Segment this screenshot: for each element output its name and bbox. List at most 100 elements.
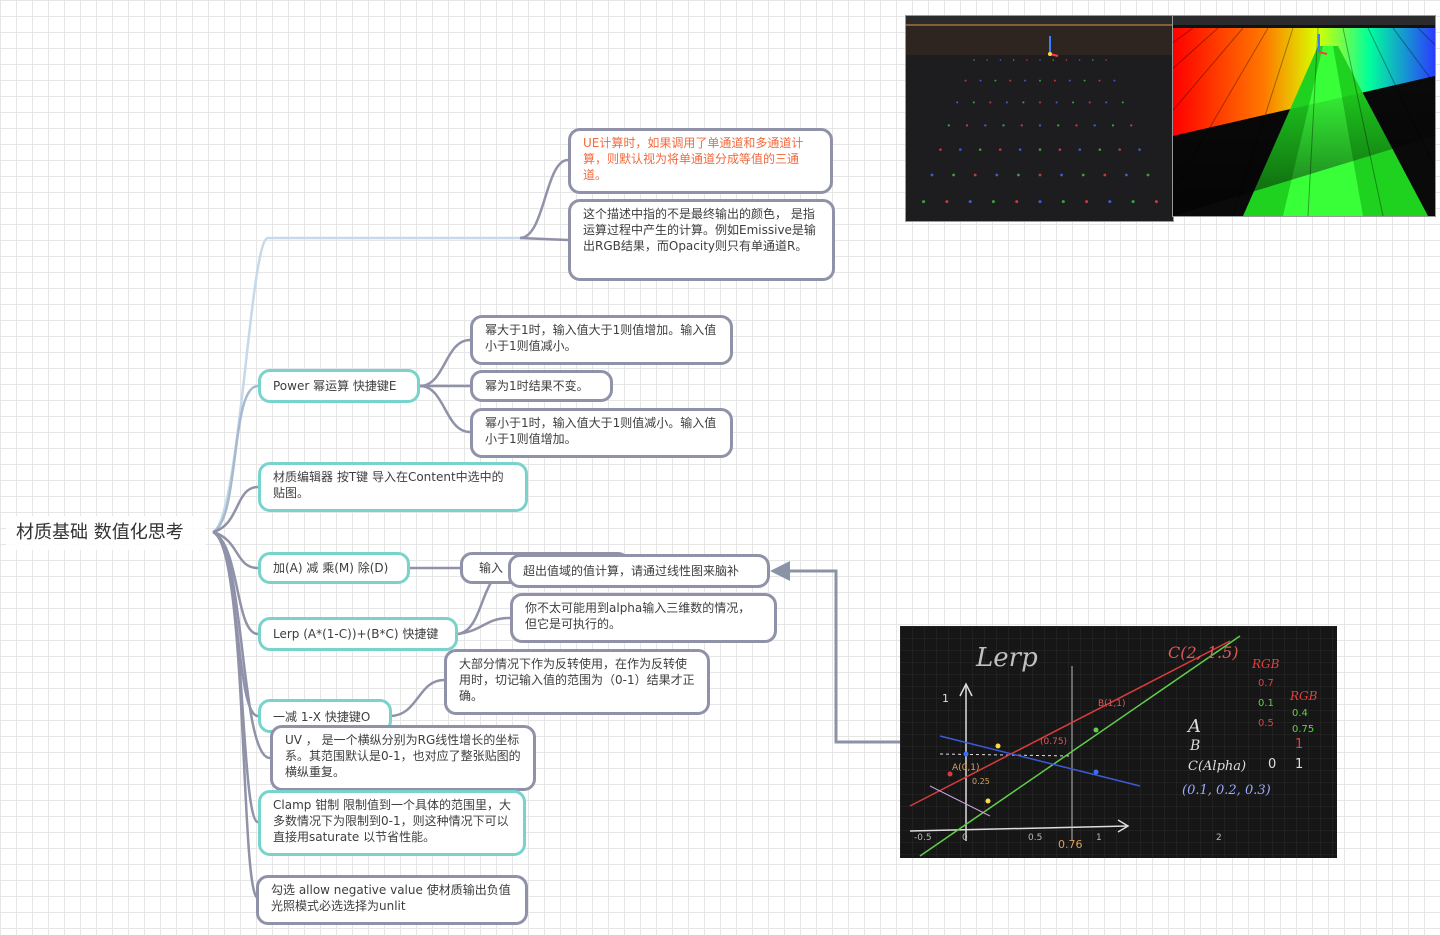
arith-node[interactable]: 加(A) 减 乘(M) 除(D) [258,552,410,584]
viewport-dot [978,148,982,151]
sketch-x-tick: 1 [1096,833,1102,843]
viewport-dot [1075,124,1078,127]
branch-arith [212,530,259,570]
viewport-dot [1058,148,1062,151]
viewport-dot [1146,173,1150,177]
sketch-title: Lerp [975,643,1038,673]
viewport-dot [1130,124,1133,127]
viewport-dot [956,101,959,104]
viewport-dot [979,79,982,82]
viewport-dot [1055,101,1058,104]
clamp-node[interactable]: Clamp 钳制 限制值到一个具体的范围里，大多数情况下为限制到0-1，则这种情… [258,790,526,856]
sketch-rgb-1-value: 0.5 [1258,718,1274,729]
viewport-dot [1026,59,1028,61]
ue-channel-detail[interactable]: 这个描述中指的不是最终输出的颜色， 是指运算过程中产生的计算。例如Emissiv… [568,199,835,281]
viewport-screenshot-gradient [1172,15,1436,217]
power-to-gt1 [419,338,471,388]
viewport-dot [1039,79,1041,82]
viewport-dot [1105,59,1107,61]
viewport-dot [1108,200,1112,204]
viewport-dot [1121,101,1124,104]
gradient-grid-line [1173,27,1269,192]
viewport-dot [1138,148,1141,151]
sketch-rgb-1-value: 0.7 [1258,678,1274,689]
sketch-rgb-1-value: 0.1 [1258,698,1274,709]
viewport-dot [1078,59,1081,61]
sketch-rgb-2-values: 0.40.75 [1292,708,1314,735]
power-gt1-node[interactable]: 幂大于1时，输入值大于1则值增加。输入值小于1则值减小。 [470,315,733,365]
lerp-alpha-node[interactable]: 你不太可能用到alpha输入三维数的情况，但它是可执行的。 [510,593,777,643]
viewport-dot [1065,59,1068,61]
uv-node[interactable]: UV ， 是一个横纵分别为RG线性增长的坐标系。其范围默认是0-1，也对应了整张… [270,725,536,791]
viewport-dot [1024,79,1027,82]
sketch-legend-b: B [1189,738,1200,754]
sketch-x-tick: 0 [962,833,968,843]
power-lt1-node[interactable]: 幂小于1时，输入值大于1则值减小。输入值小于1则值增加。 [470,408,733,458]
viewport-dot [1088,101,1091,104]
viewport-dot [965,124,969,127]
sketch-small-label: 0.25 [972,777,990,786]
viewport-dot [1068,79,1071,82]
sketch-vector: (0.1, 0.2, 0.3) [1182,783,1271,798]
viewport-dot [1015,200,1019,204]
viewport-dot [930,173,934,177]
arrow-head [770,561,790,581]
viewport-dot [1017,173,1020,177]
sketch-x-tick: -0.5 [914,833,932,843]
power-node[interactable]: Power 幂运算 快捷键E [258,369,420,403]
sketch-y-tick: 1 [942,692,949,705]
negative-node[interactable]: 勾选 allow negative value 使材质输出负值光照模式必选选择为… [256,875,528,925]
viewport-dots [922,59,1158,204]
gradient-grid-line [1392,27,1435,86]
viewport-dot [1022,101,1025,104]
viewport-dot [1118,148,1121,151]
lerp-to-alpha [457,616,511,636]
viewport-dot [994,79,997,82]
texture-editor-node[interactable]: 材质编辑器 按T键 导入在Content中选中的贴图。 [258,462,528,512]
sketch-mid-point: (0.75) [1040,737,1067,747]
viewport-dot [1057,124,1060,127]
branch-negative [212,530,260,900]
out-of-range-node[interactable]: 超出值域的值计算，请通过线性图来脑补 [508,554,770,588]
viewport-dot [1113,79,1116,82]
lerp-node[interactable]: Lerp (A*(1-C))+(B*C) 快捷键L [258,617,458,651]
viewport-dot [1081,173,1085,177]
viewport-dot [973,59,975,61]
viewport-dot [947,124,950,127]
sketch-a-point: A(0,1) [952,763,980,773]
one-minus-note[interactable]: 大部分情况下作为反转使用，在作为反转使用时，切记输入值的范围为（0-1）结果才正… [444,649,710,715]
gradient-grid-line [1342,27,1384,216]
viewport-dot [952,173,955,177]
lerp-sketch-canvas: Lerp C(2, 1.5) B(1,1) A(0,1) (0.75) 0.25… [900,626,1337,858]
gradient-grid-line [1367,27,1435,170]
viewport-dot [1098,79,1101,82]
power-eq1-node[interactable]: 幂为1时结果不变。 [470,370,613,402]
branch-top-to-note2 [519,236,569,242]
viewport-dot [989,101,992,104]
viewport-dot [1083,79,1086,82]
viewport-dot [1020,124,1023,127]
viewport-dot [1053,79,1056,82]
viewport-dot [1154,200,1158,204]
gradient-grid-line [1307,27,1319,216]
viewport-dot [1072,101,1075,104]
viewport-dot [959,148,962,151]
gradient-grid-line [1232,27,1294,216]
sketch-col-value-0: 1 [1295,737,1303,752]
viewport-dot [1092,59,1094,61]
sketch-rgb-1-values: 0.7 0.1 0.5 [1258,678,1274,729]
viewport-dot [991,200,995,204]
viewport-dot [1038,101,1042,104]
viewport-dot [1009,79,1012,82]
viewport-dot [1038,124,1042,127]
viewport-dot [972,101,975,104]
sketch-x-tick: 2 [1216,833,1222,843]
root-topic[interactable]: 材质基础 数值化思考 [6,516,206,550]
ue-channel-note[interactable]: UE计算时，如果调用了单通道和多通道计算，则默认视为将单通道分成等值的三通道。 [568,128,833,194]
viewport-dot [964,79,967,82]
viewport-dot [1052,59,1054,61]
viewport-dot [1060,173,1063,177]
viewport-dots-canvas [906,16,1173,204]
viewport-dot [945,200,949,204]
